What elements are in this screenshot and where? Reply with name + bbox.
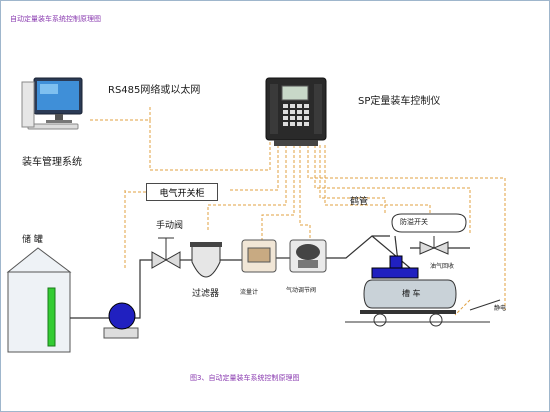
pump-icon [103, 302, 139, 339]
vapor-recovery-label: 油气回收 [430, 263, 455, 270]
control-valve-icon [289, 239, 327, 273]
signal-lines [90, 105, 506, 316]
network-label: RS485网络或以太网 [108, 85, 201, 96]
level-switch-label: 防溢开关 [400, 218, 428, 226]
controller-device-icon [265, 77, 327, 146]
diagram-title: 自动定量装车系统控制原理图 [10, 15, 101, 23]
control-valve-label: 气动调节阀 [286, 287, 317, 294]
diagram-caption: 图3、自动定量装车系统控制原理图 [190, 374, 300, 382]
storage-tank-label: 储 罐 [22, 235, 43, 245]
tanker-label: 槽 车 [402, 289, 421, 298]
computer-icon [21, 77, 83, 130]
crane-tube [391, 213, 467, 233]
ground-label: 静电 [494, 305, 507, 312]
storage-tank [6, 247, 72, 353]
switchgear-label: 电气开关柜 [159, 188, 205, 199]
flowmeter-icon [241, 239, 277, 273]
manual-valve-icon [151, 237, 181, 269]
flowmeter-label: 流量计 [240, 289, 259, 296]
ground-clamp-icon [469, 299, 501, 311]
management-system-label: 装车管理系统 [22, 157, 82, 168]
crane-tube-label: 鹤管 [350, 197, 369, 207]
vapor-recovery-valve-icon [419, 236, 449, 255]
filter-icon [190, 242, 222, 278]
manual-valve-label: 手动阀 [156, 221, 184, 231]
tanker-truck [345, 255, 490, 327]
switchgear-box: 电气开关柜 [146, 183, 218, 201]
filter-label: 过滤器 [192, 289, 220, 299]
controller-label: SP定量装车控制仪 [358, 96, 441, 107]
